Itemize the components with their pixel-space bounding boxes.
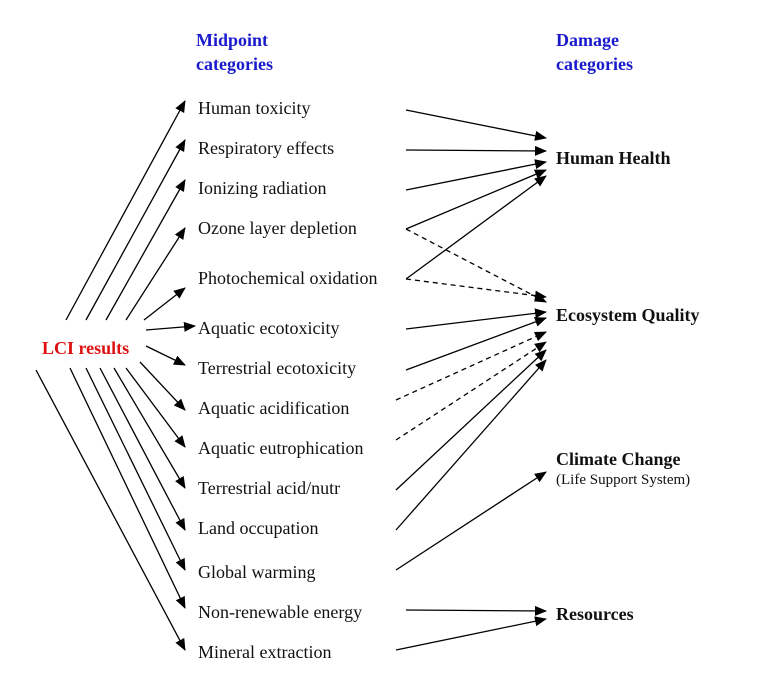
lci-arrow-12 (85, 367, 186, 571)
midpoint-global-warming: Global warming (198, 562, 316, 582)
midpoint-terrestrial-ecotoxicity: Terrestrial ecotoxicity (198, 358, 357, 378)
damage-climate-change: Climate Change (556, 449, 681, 469)
midpoint-aquatic-eutrophication: Aquatic eutrophication (198, 438, 364, 458)
link-arrow-9 (405, 317, 547, 371)
link-arrow-10 (395, 331, 547, 401)
lci-arrow-9 (125, 367, 186, 448)
midpoint-land-occupation: Land occupation (198, 518, 319, 538)
lci-arrow-13 (69, 367, 186, 609)
link-arrow-14 (395, 471, 547, 571)
link-arrow-2 (405, 145, 547, 156)
link-arrow-3 (405, 159, 547, 191)
lci-arrow-11 (99, 367, 186, 531)
lci-arrow-6 (145, 321, 196, 332)
midpoint-human-toxicity: Human toxicity (198, 98, 311, 118)
link-arrow-7 (405, 278, 547, 301)
link-arrow-8 (405, 308, 547, 330)
damage-ecosystem-quality: Ecosystem Quality (556, 305, 700, 325)
midpoint-respiratory-effects: Respiratory effects (198, 138, 335, 158)
lci-arrow-5 (143, 287, 186, 321)
lci-arrow-10 (113, 367, 186, 489)
midpoint-mineral-extraction: Mineral extraction (198, 642, 332, 662)
lci-arrow-7 (145, 345, 186, 366)
damage-human-health: Human Health (556, 148, 671, 168)
midpoint-ozone-layer-depletion: Ozone layer depletion (198, 218, 357, 238)
midpoint-aquatic-acidification: Aquatic acidification (198, 398, 350, 418)
link-arrow-13 (395, 359, 547, 531)
damage-categories-header: Damage categories (556, 28, 633, 76)
lci-arrow-4 (125, 227, 186, 321)
link-arrow-16 (395, 616, 547, 651)
damage-header-line-1: Damage (556, 30, 619, 50)
link-arrow-12 (395, 349, 547, 491)
link-arrow-15 (405, 605, 547, 616)
midpoint-aquatic-ecotoxicity: Aquatic ecotoxicity (198, 318, 340, 338)
midpoint-header-line-1: Midpoint (196, 30, 269, 50)
damage-resources: Resources (556, 604, 634, 624)
link-arrow-5 (405, 175, 547, 280)
link-arrow-11 (395, 341, 547, 441)
damage-climate-change-note: (Life Support System) (556, 472, 691, 488)
midpoint-non-renewable-energy: Non-renewable energy (198, 602, 363, 622)
midpoint-terrestrial-acid-nutr: Terrestrial acid/nutr (198, 478, 341, 498)
midpoint-header-line-2: categories (196, 54, 273, 74)
link-arrow-6 (405, 228, 547, 303)
lci-results-label: LCI results (42, 338, 130, 358)
lci-arrow-14 (35, 369, 186, 651)
lci-arrow-1 (65, 100, 186, 321)
damage-header-line-2: categories (556, 54, 633, 74)
midpoint-photochemical-oxidation: Photochemical oxidation (198, 268, 378, 288)
lci-arrow-2 (85, 139, 186, 321)
midpoint-categories-header: Midpoint categories (196, 28, 273, 76)
link-arrow-4 (405, 169, 547, 230)
lci-arrow-3 (105, 179, 186, 321)
link-arrow-1 (405, 109, 547, 141)
lci-arrow-8 (139, 361, 186, 411)
midpoint-ionizing-radiation: Ionizing radiation (198, 178, 327, 198)
